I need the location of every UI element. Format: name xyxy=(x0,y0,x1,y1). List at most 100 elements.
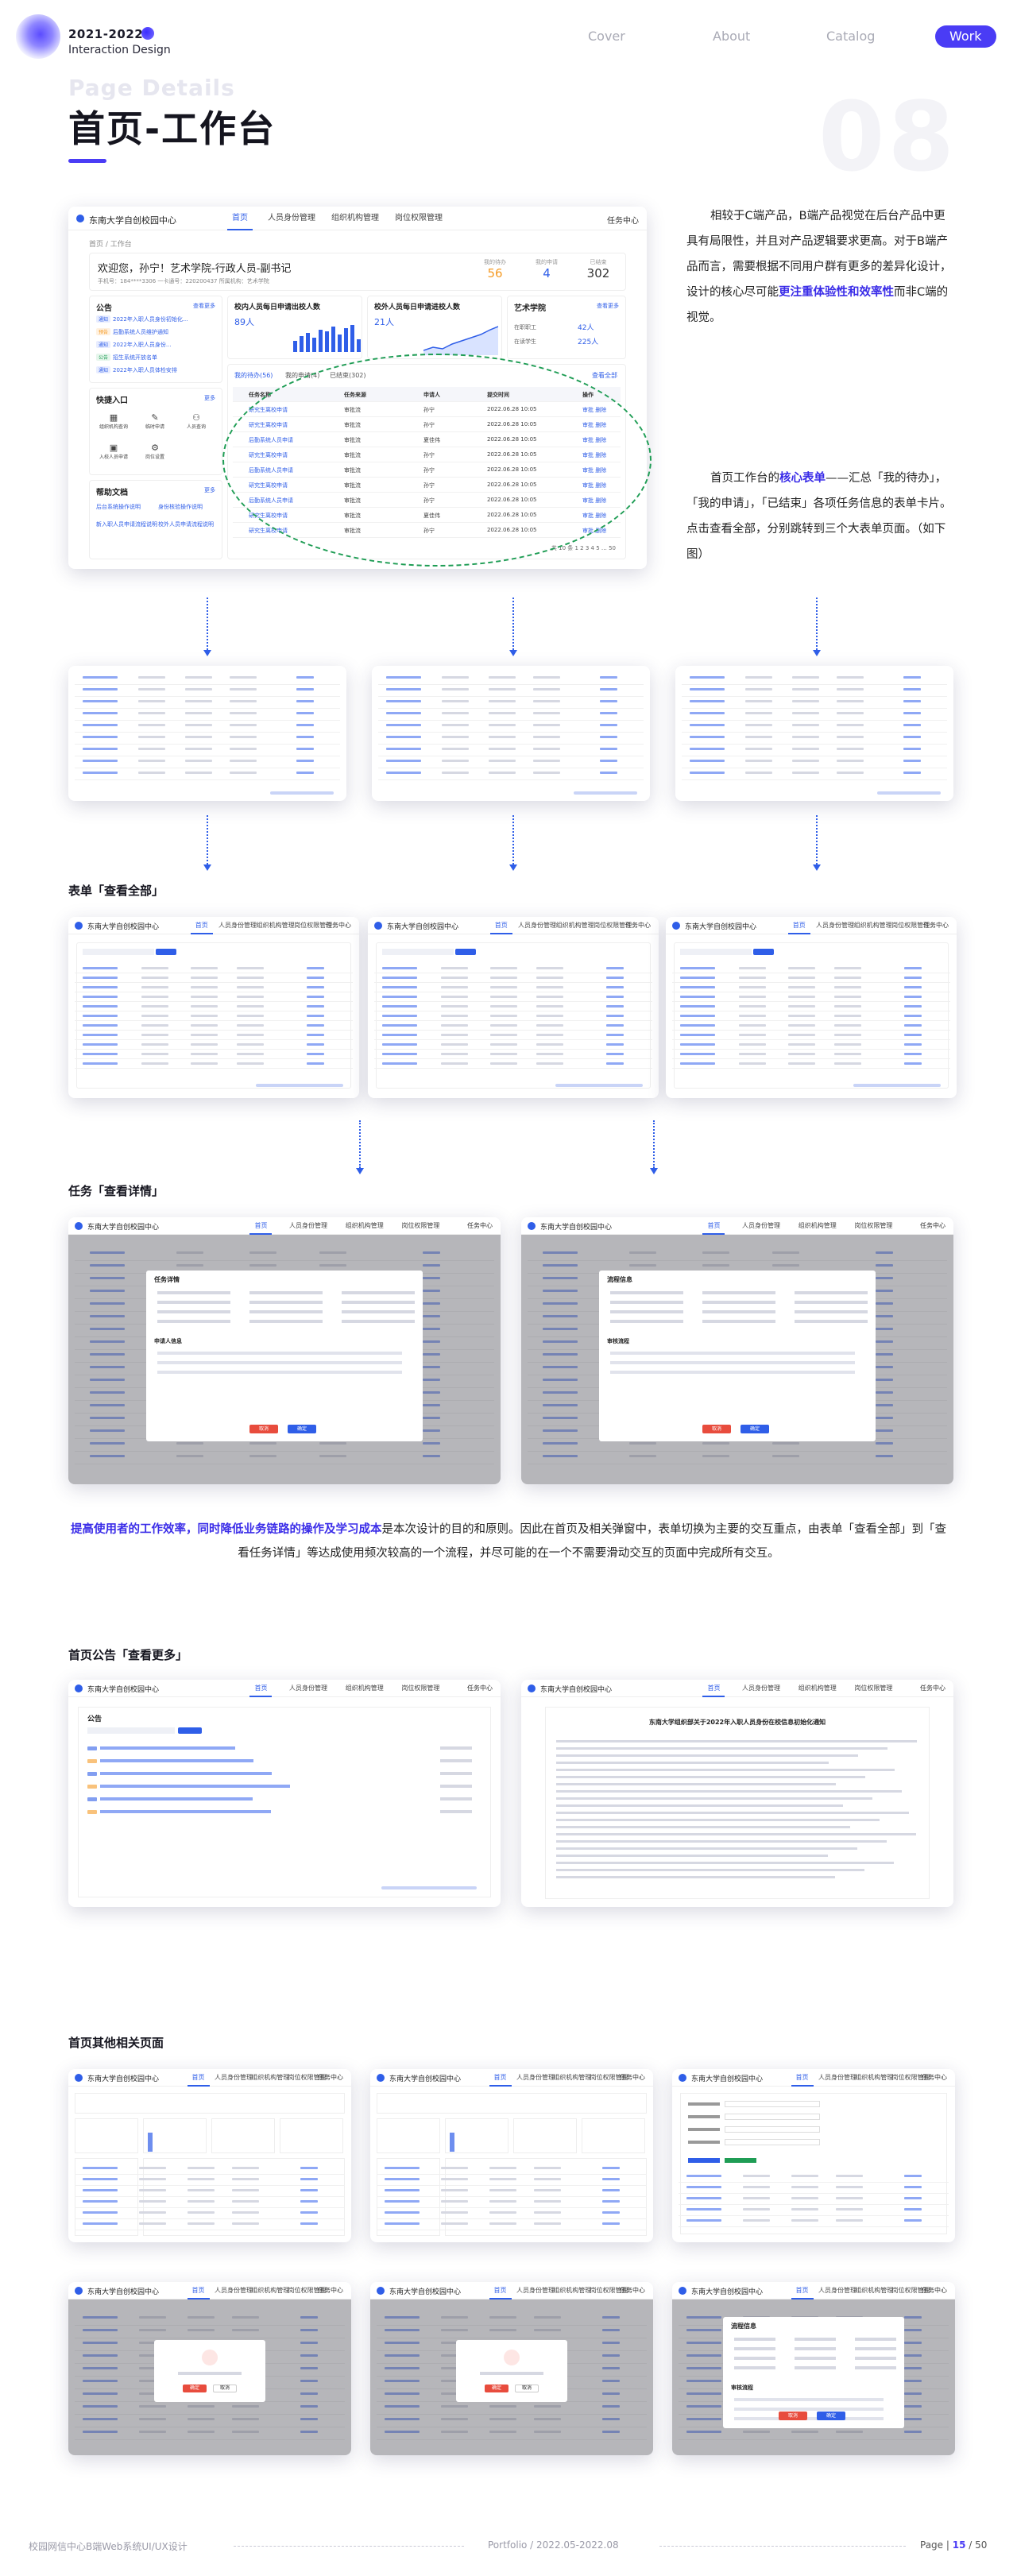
help-item[interactable]: 身份核验操作说明 xyxy=(158,504,203,510)
thumb-tab-permission[interactable]: 岗位权限管理 xyxy=(594,922,632,929)
thumb-tab-org[interactable]: 组织机构管理 xyxy=(555,922,594,929)
thumb-tab-home[interactable]: 首页 xyxy=(187,2282,210,2299)
reject-button[interactable]: 取消 xyxy=(249,1425,278,1433)
thumb-tab-home[interactable]: 首页 xyxy=(702,1217,725,1235)
thumb-tab-home[interactable]: 首页 xyxy=(249,1217,273,1235)
thumb-tab-org[interactable]: 组织机构管理 xyxy=(345,1222,384,1229)
thumb-tab-permission[interactable]: 岗位权限管理 xyxy=(401,1222,440,1229)
task-name-link[interactable]: 后勤系统人员申请 xyxy=(249,467,293,474)
notice-item[interactable]: 预告后勤系统人员维护通知 xyxy=(96,328,168,336)
row-actions[interactable]: 审批 删除 xyxy=(582,422,607,428)
thumb-tab-home[interactable]: 首页 xyxy=(190,917,213,934)
approve-button[interactable]: 确定 xyxy=(817,2412,845,2420)
row-actions[interactable]: 审批 删除 xyxy=(582,407,607,413)
thumb-tab-org[interactable]: 组织机构管理 xyxy=(251,2074,290,2081)
thumb-tab-org[interactable]: 组织机构管理 xyxy=(855,2074,894,2081)
thumb-user-menu[interactable]: 任务中心 xyxy=(620,2074,645,2081)
task-name-link[interactable]: 研究生离校申请 xyxy=(249,482,288,489)
help-item[interactable]: 后台系统操作说明 xyxy=(96,504,141,510)
thumb-tab-permission[interactable]: 岗位权限管理 xyxy=(294,922,333,929)
view-all-link[interactable]: 查看全部 xyxy=(592,372,617,379)
row-actions[interactable]: 审批 删除 xyxy=(582,512,607,519)
thumb-tab-identity[interactable]: 人员身份管理 xyxy=(215,2287,253,2294)
thumb-tab-identity[interactable]: 人员身份管理 xyxy=(818,2287,857,2294)
thumb-tab-permission[interactable]: 岗位权限管理 xyxy=(854,1222,893,1229)
approve-button[interactable]: 确定 xyxy=(741,1425,769,1433)
thumb-tab-org[interactable]: 组织机构管理 xyxy=(855,2287,894,2294)
thumb-tab-identity[interactable]: 人员身份管理 xyxy=(516,2074,555,2081)
task-name-link[interactable]: 研究生离校申请 xyxy=(249,528,288,534)
task-name-link[interactable]: 后勤系统人员申请 xyxy=(249,497,293,504)
stat-todo[interactable]: 我的待办 56 xyxy=(471,258,519,280)
nav-catalog[interactable]: Catalog xyxy=(826,29,876,44)
thumb-tab-identity[interactable]: 人员身份管理 xyxy=(518,922,556,929)
thumb-tab-home[interactable]: 首页 xyxy=(702,1680,725,1697)
mockup-user-menu[interactable]: 任务中心 xyxy=(607,217,639,226)
thumb-user-menu[interactable]: 任务中心 xyxy=(920,1222,945,1229)
thumb-tab-org[interactable]: 组织机构管理 xyxy=(853,922,892,929)
task-tab-finished[interactable]: 已结束(302) xyxy=(330,372,366,379)
thumb-tab-org[interactable]: 组织机构管理 xyxy=(553,2074,592,2081)
nav-work[interactable]: Work xyxy=(935,25,996,48)
reject-button[interactable]: 取消 xyxy=(779,2412,807,2420)
thumb-user-menu[interactable]: 任务中心 xyxy=(326,922,351,929)
thumb-tab-permission[interactable]: 岗位权限管理 xyxy=(891,922,930,929)
task-tab-applied[interactable]: 我的申请(4) xyxy=(285,372,320,379)
thumb-user-menu[interactable]: 任务中心 xyxy=(922,2287,947,2294)
quick-more-link[interactable]: 更多 xyxy=(204,395,215,401)
row-actions[interactable]: 审批 删除 xyxy=(582,482,607,489)
thumb-tab-identity[interactable]: 人员身份管理 xyxy=(816,922,854,929)
thumb-tab-identity[interactable]: 人员身份管理 xyxy=(818,2074,857,2081)
row-actions[interactable]: 审批 删除 xyxy=(582,528,607,534)
row-actions[interactable]: 审批 删除 xyxy=(582,497,607,504)
confirm-button[interactable]: 确定 xyxy=(183,2385,207,2392)
thumb-tab-org[interactable]: 组织机构管理 xyxy=(251,2287,290,2294)
thumb-tab-home[interactable]: 首页 xyxy=(791,2282,814,2299)
mockup-tab-org[interactable]: 组织机构管理 xyxy=(331,214,379,222)
quick-item[interactable]: ✎临时申请 xyxy=(145,412,164,430)
row-actions[interactable]: 审批 删除 xyxy=(582,437,607,443)
nav-about[interactable]: About xyxy=(713,29,751,44)
thumb-tab-permission[interactable]: 岗位权限管理 xyxy=(854,1684,893,1692)
thumb-tab-org[interactable]: 组织机构管理 xyxy=(553,2287,592,2294)
thumb-tab-home[interactable]: 首页 xyxy=(787,917,810,934)
pagination[interactable]: 共 10 条 1 2 3 4 5 … 50 xyxy=(551,545,616,551)
mockup-tab-permission[interactable]: 岗位权限管理 xyxy=(395,214,443,222)
thumb-tab-permission[interactable]: 岗位权限管理 xyxy=(288,2287,327,2294)
thumb-tab-org[interactable]: 组织机构管理 xyxy=(345,1684,384,1692)
thumb-user-menu[interactable]: 任务中心 xyxy=(620,2287,645,2294)
thumb-tab-identity[interactable]: 人员身份管理 xyxy=(289,1222,327,1229)
mockup-tab-home[interactable]: 首页 xyxy=(227,207,253,230)
help-item[interactable]: 校外人员申请流程说明 xyxy=(158,521,214,528)
quick-item[interactable]: ⚙岗位设置 xyxy=(145,443,164,460)
stat-finished[interactable]: 已结束 302 xyxy=(574,258,622,280)
thumb-user-menu[interactable]: 任务中心 xyxy=(922,2074,947,2081)
thumb-user-menu[interactable]: 任务中心 xyxy=(318,2287,343,2294)
thumb-tab-permission[interactable]: 岗位权限管理 xyxy=(891,2074,930,2081)
row-actions[interactable]: 审批 删除 xyxy=(582,452,607,458)
thumb-tab-permission[interactable]: 岗位权限管理 xyxy=(891,2287,930,2294)
thumb-tab-identity[interactable]: 人员身份管理 xyxy=(215,2074,253,2081)
help-more-link[interactable]: 更多 xyxy=(204,487,215,493)
thumb-tab-permission[interactable]: 岗位权限管理 xyxy=(590,2074,628,2081)
thumb-tab-identity[interactable]: 人员身份管理 xyxy=(289,1684,327,1692)
task-name-link[interactable]: 研究生离校申请 xyxy=(249,422,288,428)
thumb-user-menu[interactable]: 任务中心 xyxy=(318,2074,343,2081)
confirm-button[interactable]: 确定 xyxy=(485,2385,508,2392)
task-tab-todo[interactable]: 我的待办(56) xyxy=(234,372,273,379)
thumb-tab-permission[interactable]: 岗位权限管理 xyxy=(401,1684,440,1692)
task-name-link[interactable]: 研究生离校申请 xyxy=(249,512,288,519)
task-name-link[interactable]: 研究生离校申请 xyxy=(249,452,288,458)
thumb-tab-org[interactable]: 组织机构管理 xyxy=(256,922,295,929)
reject-button[interactable]: 取消 xyxy=(702,1425,731,1433)
quick-item[interactable]: ▦组织机构查询 xyxy=(99,412,128,430)
thumb-tab-permission[interactable]: 岗位权限管理 xyxy=(590,2287,628,2294)
